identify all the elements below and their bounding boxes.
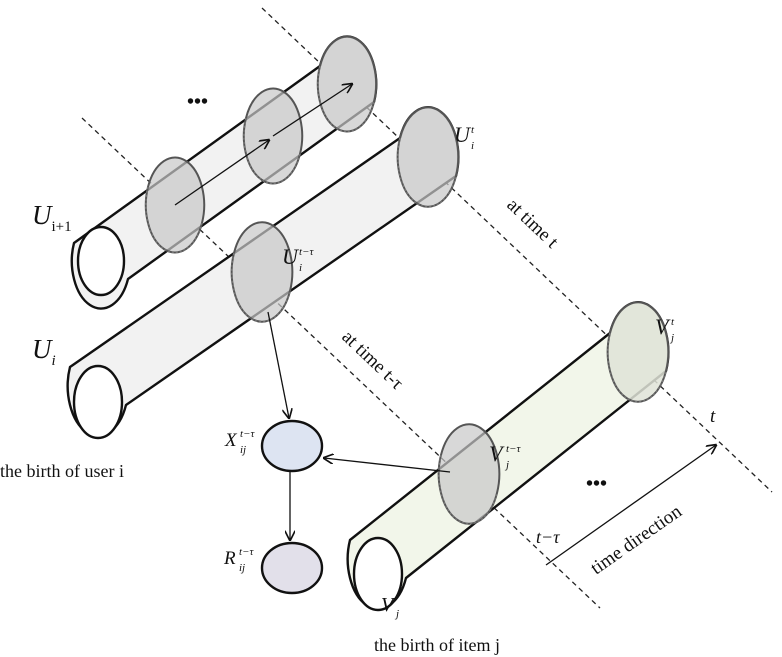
time-direction-arrow: [545, 445, 716, 566]
svg-text:ij: ij: [240, 444, 246, 456]
label-birth-user: the birth of user i: [0, 461, 124, 481]
label-time-direction: time direction: [587, 501, 686, 579]
svg-text:ij: ij: [239, 562, 245, 574]
arrow-u-i-plus-1-a: [174, 140, 269, 206]
label-at-time-t-tau: at time t-τ: [338, 326, 408, 394]
slice-u-i-plus-1-a-back: [145, 186, 203, 254]
edge-v-to-x: [324, 458, 451, 473]
cylinder-u-i-front-cap: [72, 364, 124, 440]
svg-text:V: V: [655, 314, 671, 339]
slice-u-i-plus-1-b-back: [243, 117, 301, 185]
slice-v-j-t-back: [607, 332, 667, 403]
slice-u-i-t-tau: [230, 221, 294, 323]
label-u-i-t: U t i: [454, 122, 475, 152]
svg-text:V: V: [489, 441, 505, 466]
svg-text:j: j: [504, 459, 509, 471]
svg-text:t−τ: t−τ: [299, 246, 314, 258]
slice-u-i-t: [396, 106, 460, 208]
edge-u-to-x: [267, 311, 289, 418]
svg-text:j: j: [394, 608, 399, 620]
cylinder-v-j-front-cap: [352, 536, 404, 612]
ellipsis-top: •••: [187, 91, 208, 113]
label-t-tick: t: [710, 406, 716, 427]
slice-u-i-t-back: [397, 137, 457, 208]
slice-u-i-plus-1-c-back: [317, 65, 375, 133]
slice-v-j-t-tau-back: [438, 454, 498, 525]
label-v-j: V j: [381, 594, 399, 620]
label-u-i: Ui: [32, 334, 56, 369]
svg-text:t−τ: t−τ: [240, 428, 255, 440]
label-u-i-t-tau: U t−τ i: [282, 244, 314, 274]
cylinder-u-i: [66, 106, 460, 440]
cylinder-v-j: [346, 301, 670, 612]
svg-text:U: U: [454, 122, 472, 147]
svg-text:i: i: [471, 140, 474, 152]
node-r: [260, 541, 324, 595]
cylinder-u-i-plus-1-front-cap: [76, 225, 126, 297]
cylinder-u-i-plus-1: [70, 35, 378, 310]
slice-u-i-t-tau-back: [231, 252, 291, 323]
node-x: [260, 419, 324, 473]
label-u-i-plus-1: Ui+1: [32, 200, 72, 235]
ellipsis-bottom: •••: [586, 473, 607, 495]
svg-text:t: t: [671, 316, 675, 328]
svg-text:X: X: [224, 430, 238, 451]
slice-v-j-t-tau: [437, 423, 501, 525]
arrow-u-i-plus-1-b: [272, 84, 352, 137]
label-v-j-t-tau: V t−τ j: [489, 441, 521, 471]
svg-text:R: R: [223, 548, 236, 569]
label-x: X t−τ ij: [224, 428, 255, 456]
label-r: R t−τ ij: [223, 546, 254, 574]
svg-text:t−τ: t−τ: [239, 546, 254, 558]
svg-text:V: V: [381, 594, 396, 616]
svg-text:U: U: [282, 244, 300, 269]
svg-text:j: j: [669, 332, 674, 344]
svg-text:t: t: [471, 124, 475, 136]
svg-text:t−τ: t−τ: [506, 443, 521, 455]
svg-text:i: i: [299, 262, 302, 274]
label-v-j-t: V t j: [655, 314, 675, 344]
label-t-minus-tau: t−τ: [536, 527, 560, 547]
label-birth-item: the birth of item j: [374, 635, 500, 655]
